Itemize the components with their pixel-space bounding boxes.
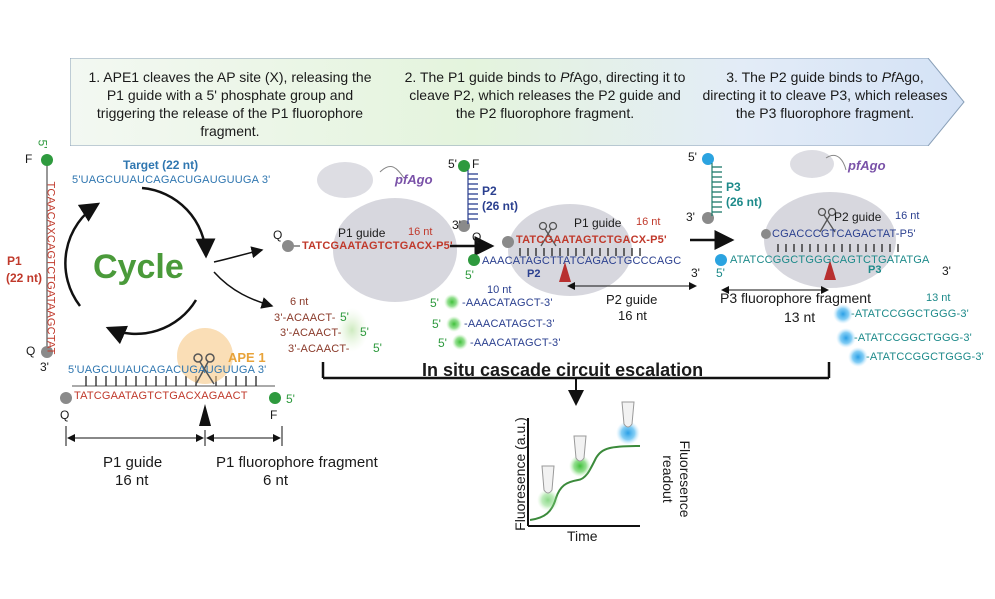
ape1-Q-label: Q <box>60 408 70 422</box>
p1-3prime: 3' <box>40 360 49 374</box>
p2-guide-dim-label: P2 guide <box>606 292 658 307</box>
p1-label: P1 <box>7 254 22 268</box>
ape1-F-label: F <box>270 408 278 422</box>
stage3-guide-label: P2 guide <box>834 210 882 224</box>
stage2-frag-seq-1: -AAACATAGCT-3' <box>462 297 553 309</box>
p3-hairpin <box>702 153 722 224</box>
p3-frag-dim-len: 13 nt <box>784 309 816 325</box>
p1-frag-dim-label: P1 fluorophore fragment <box>216 454 378 471</box>
stage2-5prime: 5' <box>465 268 474 282</box>
p2-guide-dim-len: 16 nt <box>618 308 647 323</box>
cascade-title: In situ cascade circuit escalation <box>422 360 704 380</box>
stage1-frag-seq-1: 3'-ACAACT- <box>274 312 336 324</box>
step-1-text: 1. APE1 cleaves the AP site (X), releasi… <box>88 69 372 139</box>
target-label: Target (22 nt) <box>123 158 199 172</box>
stage3-guide-seq: CGACCCGTCAGACTAT-P5' <box>772 228 916 240</box>
ape1-5prime: 5' <box>286 392 295 406</box>
p3-label: P3 <box>726 180 741 194</box>
p2-3prime: 3' <box>452 218 461 232</box>
stage1-guide-label: P1 guide <box>338 226 386 240</box>
stage2-frag-seq-3: -AAACATAGCT-3' <box>470 337 561 349</box>
stage3-p3-seq: ATATCCGGCTGGGCAGTCTGATATGA <box>730 254 930 266</box>
p1-F-label: F <box>25 152 33 166</box>
stage1-frag-seq-3: 3'-ACAACT- <box>288 343 350 355</box>
ape1-target-seq: 5'UAGCUUAUCAGACUGAUGUUGA 3' <box>68 364 267 376</box>
ape1-label: APE 1 <box>228 350 266 365</box>
stage2-Q: Q <box>472 230 482 244</box>
p1-frag-dim-len: 6 nt <box>263 472 289 489</box>
pf-italic: Pf <box>560 69 574 85</box>
p1-guide-strand <box>282 240 300 252</box>
stage3-p3-tag: P3 <box>868 264 882 276</box>
stage1-frag-len: 6 nt <box>290 296 309 308</box>
p1-length: (22 nt) <box>6 271 42 285</box>
p1-vertical-seq: TCAACAXCAGTCTGATAAGCTAT <box>44 181 57 355</box>
stage2-p2-tag: P2 <box>527 268 541 280</box>
stage2-frag-seq-2: -AAACATAGCT-3' <box>464 318 555 330</box>
pfago-label-1: pfAgo <box>395 172 433 187</box>
stage2-guide-label: P1 guide <box>574 216 622 230</box>
stage2-frag-5p-1: 5' <box>430 296 439 310</box>
plot-ylabel: Fluoresence (a.u.) <box>512 417 528 531</box>
p3-frag-len-top: 13 nt <box>926 292 951 304</box>
p3-3prime: 3' <box>686 210 695 224</box>
stage3-3prime: 3' <box>942 264 951 278</box>
p2-F-label: F <box>472 157 480 171</box>
stage2-guide-seq: TATCGAATAGTCTGACX-P5' <box>516 234 667 246</box>
steps-banner: 1. APE1 cleaves the AP site (X), releasi… <box>70 58 965 146</box>
p1-guide-dim-len: 16 nt <box>115 472 149 489</box>
stage1-frag-5p-2: 5' <box>360 325 369 339</box>
p2-length: (26 nt) <box>482 199 518 213</box>
stage2-frag-5p-3: 5' <box>438 336 447 350</box>
stage1-frag-5p-3: 5' <box>373 341 382 355</box>
cycle-label: Cycle <box>93 248 184 286</box>
plot-xlabel: Time <box>567 528 598 544</box>
stage1-Q: Q <box>273 228 283 242</box>
p1-5prime: 5' <box>35 139 50 149</box>
step-2-text: 2. The P1 guide binds to PfAgo, directin… <box>404 69 686 121</box>
stage1-frag-seq-2: 3'-ACAACT- <box>280 327 342 339</box>
stage2-p2-seq: AAACATAGCTTATCAGACTGCCCAGC <box>482 255 682 267</box>
p2-5prime: 5' <box>448 157 457 171</box>
pfago-label-2: pfAgo <box>848 158 886 173</box>
stage3-frag-seq-1: -ATATCCGGCTGGG-3' <box>851 308 969 320</box>
stage2-frag-len: 10 nt <box>487 284 512 296</box>
ape1-probe-seq: TATCGAATAGTCTGACXAGAACT <box>74 390 248 402</box>
stage2-guide-len: 16 nt <box>636 216 661 228</box>
target-seq: 5'UAGCUUAUCAGACUGAUGUUGA 3' <box>72 174 271 186</box>
stage1-frag-5p-1: 5' <box>340 310 349 324</box>
stage1-guide-seq: TATCGAATAGTCTGACX-P5' <box>302 240 453 252</box>
step-3-text: 3. The P2 guide binds to PfAgo, directin… <box>702 69 948 121</box>
stage3-guide-len: 16 nt <box>895 210 920 222</box>
p3-5prime: 5' <box>688 150 697 164</box>
readout-plot <box>527 401 641 527</box>
ape1-duplex <box>60 328 283 446</box>
p3-frag-dim-label: P3 fluorophore fragment <box>720 290 871 306</box>
readout-label: Fluoresence readout <box>660 440 693 518</box>
stage1-guide-len: 16 nt <box>408 226 433 238</box>
p1-Q-label: Q <box>26 344 36 358</box>
stage3-5prime: 5' <box>716 266 725 280</box>
p2-label: P2 <box>482 184 497 198</box>
stage2-frag-5p-2: 5' <box>432 317 441 331</box>
stage2-3prime: 3' <box>691 266 700 280</box>
stage3-frag-seq-3: -ATATCCGGCTGGG-3' <box>866 351 984 363</box>
p3-length: (26 nt) <box>726 195 762 209</box>
stage3-frag-seq-2: -ATATCCGGCTGGG-3' <box>854 332 972 344</box>
p1-guide-dim-label: P1 guide <box>103 454 163 471</box>
